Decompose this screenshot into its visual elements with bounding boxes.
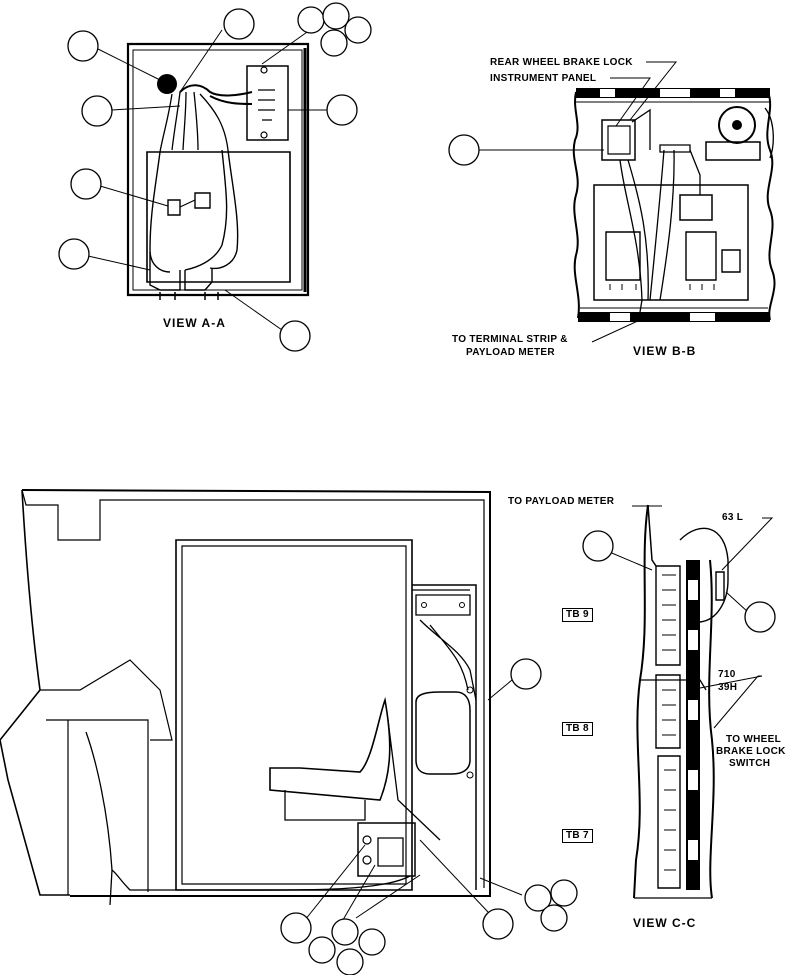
callout-aa-8: [326, 94, 358, 126]
callout-cab-3: [331, 918, 359, 946]
callout-aa-11: [279, 320, 311, 352]
view-bb-drawing: [478, 61, 776, 343]
callout-aa-3: [322, 2, 350, 30]
callout-aa-4: [344, 16, 372, 44]
callout-aa-2: [297, 6, 325, 34]
view-cc-drawing: [599, 504, 774, 899]
callout-cc-1: [582, 530, 614, 562]
wire-39h-label: 39H: [718, 682, 738, 693]
view-aa-callouts: [58, 2, 372, 352]
callout-cab-1: [510, 658, 542, 690]
callout-cab-9: [550, 879, 578, 907]
payload-meter-label: PAYLOAD METER: [466, 347, 555, 358]
brake-lock-label: BRAKE LOCK: [716, 746, 786, 757]
view-cc-title: VIEW C-C: [633, 916, 697, 930]
view-aa-title: VIEW A-A: [163, 316, 226, 330]
callout-cab-4: [358, 928, 386, 956]
callout-cc-2: [744, 601, 776, 633]
grommet-icon: [157, 74, 177, 94]
tb8-label: TB 8: [562, 722, 593, 736]
view-aa-drawing: [87, 29, 330, 331]
tb9-label: TB 9: [562, 608, 593, 622]
to-wheel-label: TO WHEEL: [726, 734, 781, 745]
view-bb-title: VIEW B-B: [633, 344, 697, 358]
cab-callouts: [280, 658, 578, 976]
callout-cab-7: [482, 908, 514, 940]
cab-side-drawing: [0, 489, 523, 926]
callout-cab-10: [540, 904, 568, 932]
to-payload-meter-label: TO PAYLOAD METER: [508, 496, 615, 507]
instrument-panel-label: INSTRUMENT PANEL: [490, 73, 597, 84]
tb7-label: TB 7: [562, 829, 593, 843]
callout-cab-5: [308, 936, 336, 964]
wire-710-label: 710: [718, 669, 736, 680]
callout-cab-6: [336, 948, 364, 976]
callout-aa-5: [320, 29, 348, 57]
callout-aa-6: [67, 30, 99, 62]
callout-cab-8: [524, 884, 552, 912]
rear-wheel-brake-lock-label: REAR WHEEL BRAKE LOCK: [490, 57, 633, 68]
callout-aa-7: [81, 95, 113, 127]
callout-aa-10: [58, 238, 90, 270]
callout-bb-1: [448, 134, 480, 166]
view-cc-callouts: [582, 530, 776, 633]
switch-label: SWITCH: [729, 758, 771, 769]
callout-aa-1: [223, 8, 255, 40]
callout-aa-9: [70, 168, 102, 200]
terminal-strip-label: TO TERMINAL STRIP &: [452, 334, 568, 345]
wire-63l-label: 63 L: [722, 512, 744, 523]
callout-cab-2: [280, 912, 312, 944]
